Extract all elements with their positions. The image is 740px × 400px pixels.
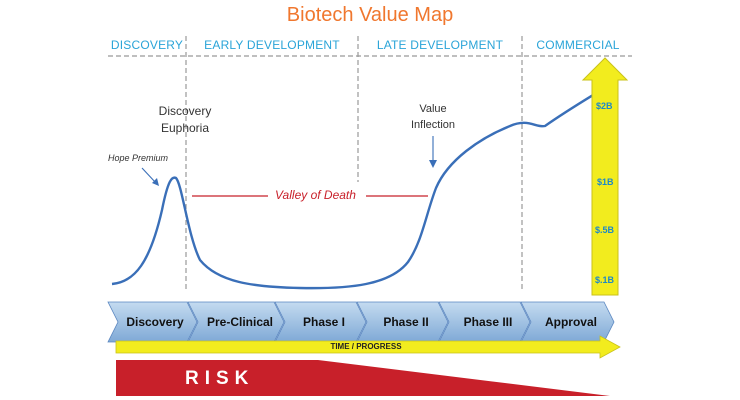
value-inflection-label: Value Inflection <box>398 101 468 133</box>
value-tick-1b: $1B <box>597 177 614 187</box>
phase-label-discovery: DISCOVERY <box>110 38 184 52</box>
value-tick-01b: $.1B <box>595 275 615 285</box>
stage-label-phase-2: Phase II <box>383 315 429 329</box>
stage-label-approval: Approval <box>544 315 597 329</box>
stage-label-discovery: Discovery <box>126 315 184 329</box>
value-inflection-arrowhead <box>429 160 437 168</box>
time-progress-label: TIME / PROGRESS <box>330 342 402 351</box>
value-inflection-line2: Inflection <box>410 119 456 131</box>
discovery-euphoria-line2: Euphoria <box>160 121 210 135</box>
hope-premium-arrowhead <box>152 178 159 186</box>
risk-label: RISK <box>185 368 255 389</box>
phase-label-commercial: COMMERCIAL <box>536 38 620 52</box>
diagram-title: Biotech Value Map <box>286 4 454 26</box>
hope-premium-label: Hope Premium <box>108 153 169 163</box>
value-curve <box>111 90 599 290</box>
phase-label-late-development: LATE DEVELOPMENT <box>376 38 504 52</box>
hope-premium-arrow <box>141 167 157 184</box>
value-scale-arrow <box>581 57 629 296</box>
discovery-euphoria-line1: Discovery <box>158 104 212 118</box>
risk-wedge <box>116 360 610 396</box>
stage-chevrons <box>107 301 615 343</box>
value-tick-05b: $.5B <box>595 225 615 235</box>
stage-label-phase-3: Phase III <box>463 315 513 329</box>
stage-label-phase-1: Phase I <box>302 315 346 329</box>
phase-label-early-development: EARLY DEVELOPMENT <box>204 38 340 52</box>
stage-label-pre-clinical: Pre-Clinical <box>206 315 274 329</box>
value-inflection-line1: Value <box>419 103 447 115</box>
valley-of-death-label: Valley of Death <box>275 188 356 202</box>
value-tick-2b: $2B <box>596 101 613 111</box>
discovery-euphoria-label: Discovery Euphoria <box>145 103 225 137</box>
time-progress-arrow <box>115 335 621 359</box>
